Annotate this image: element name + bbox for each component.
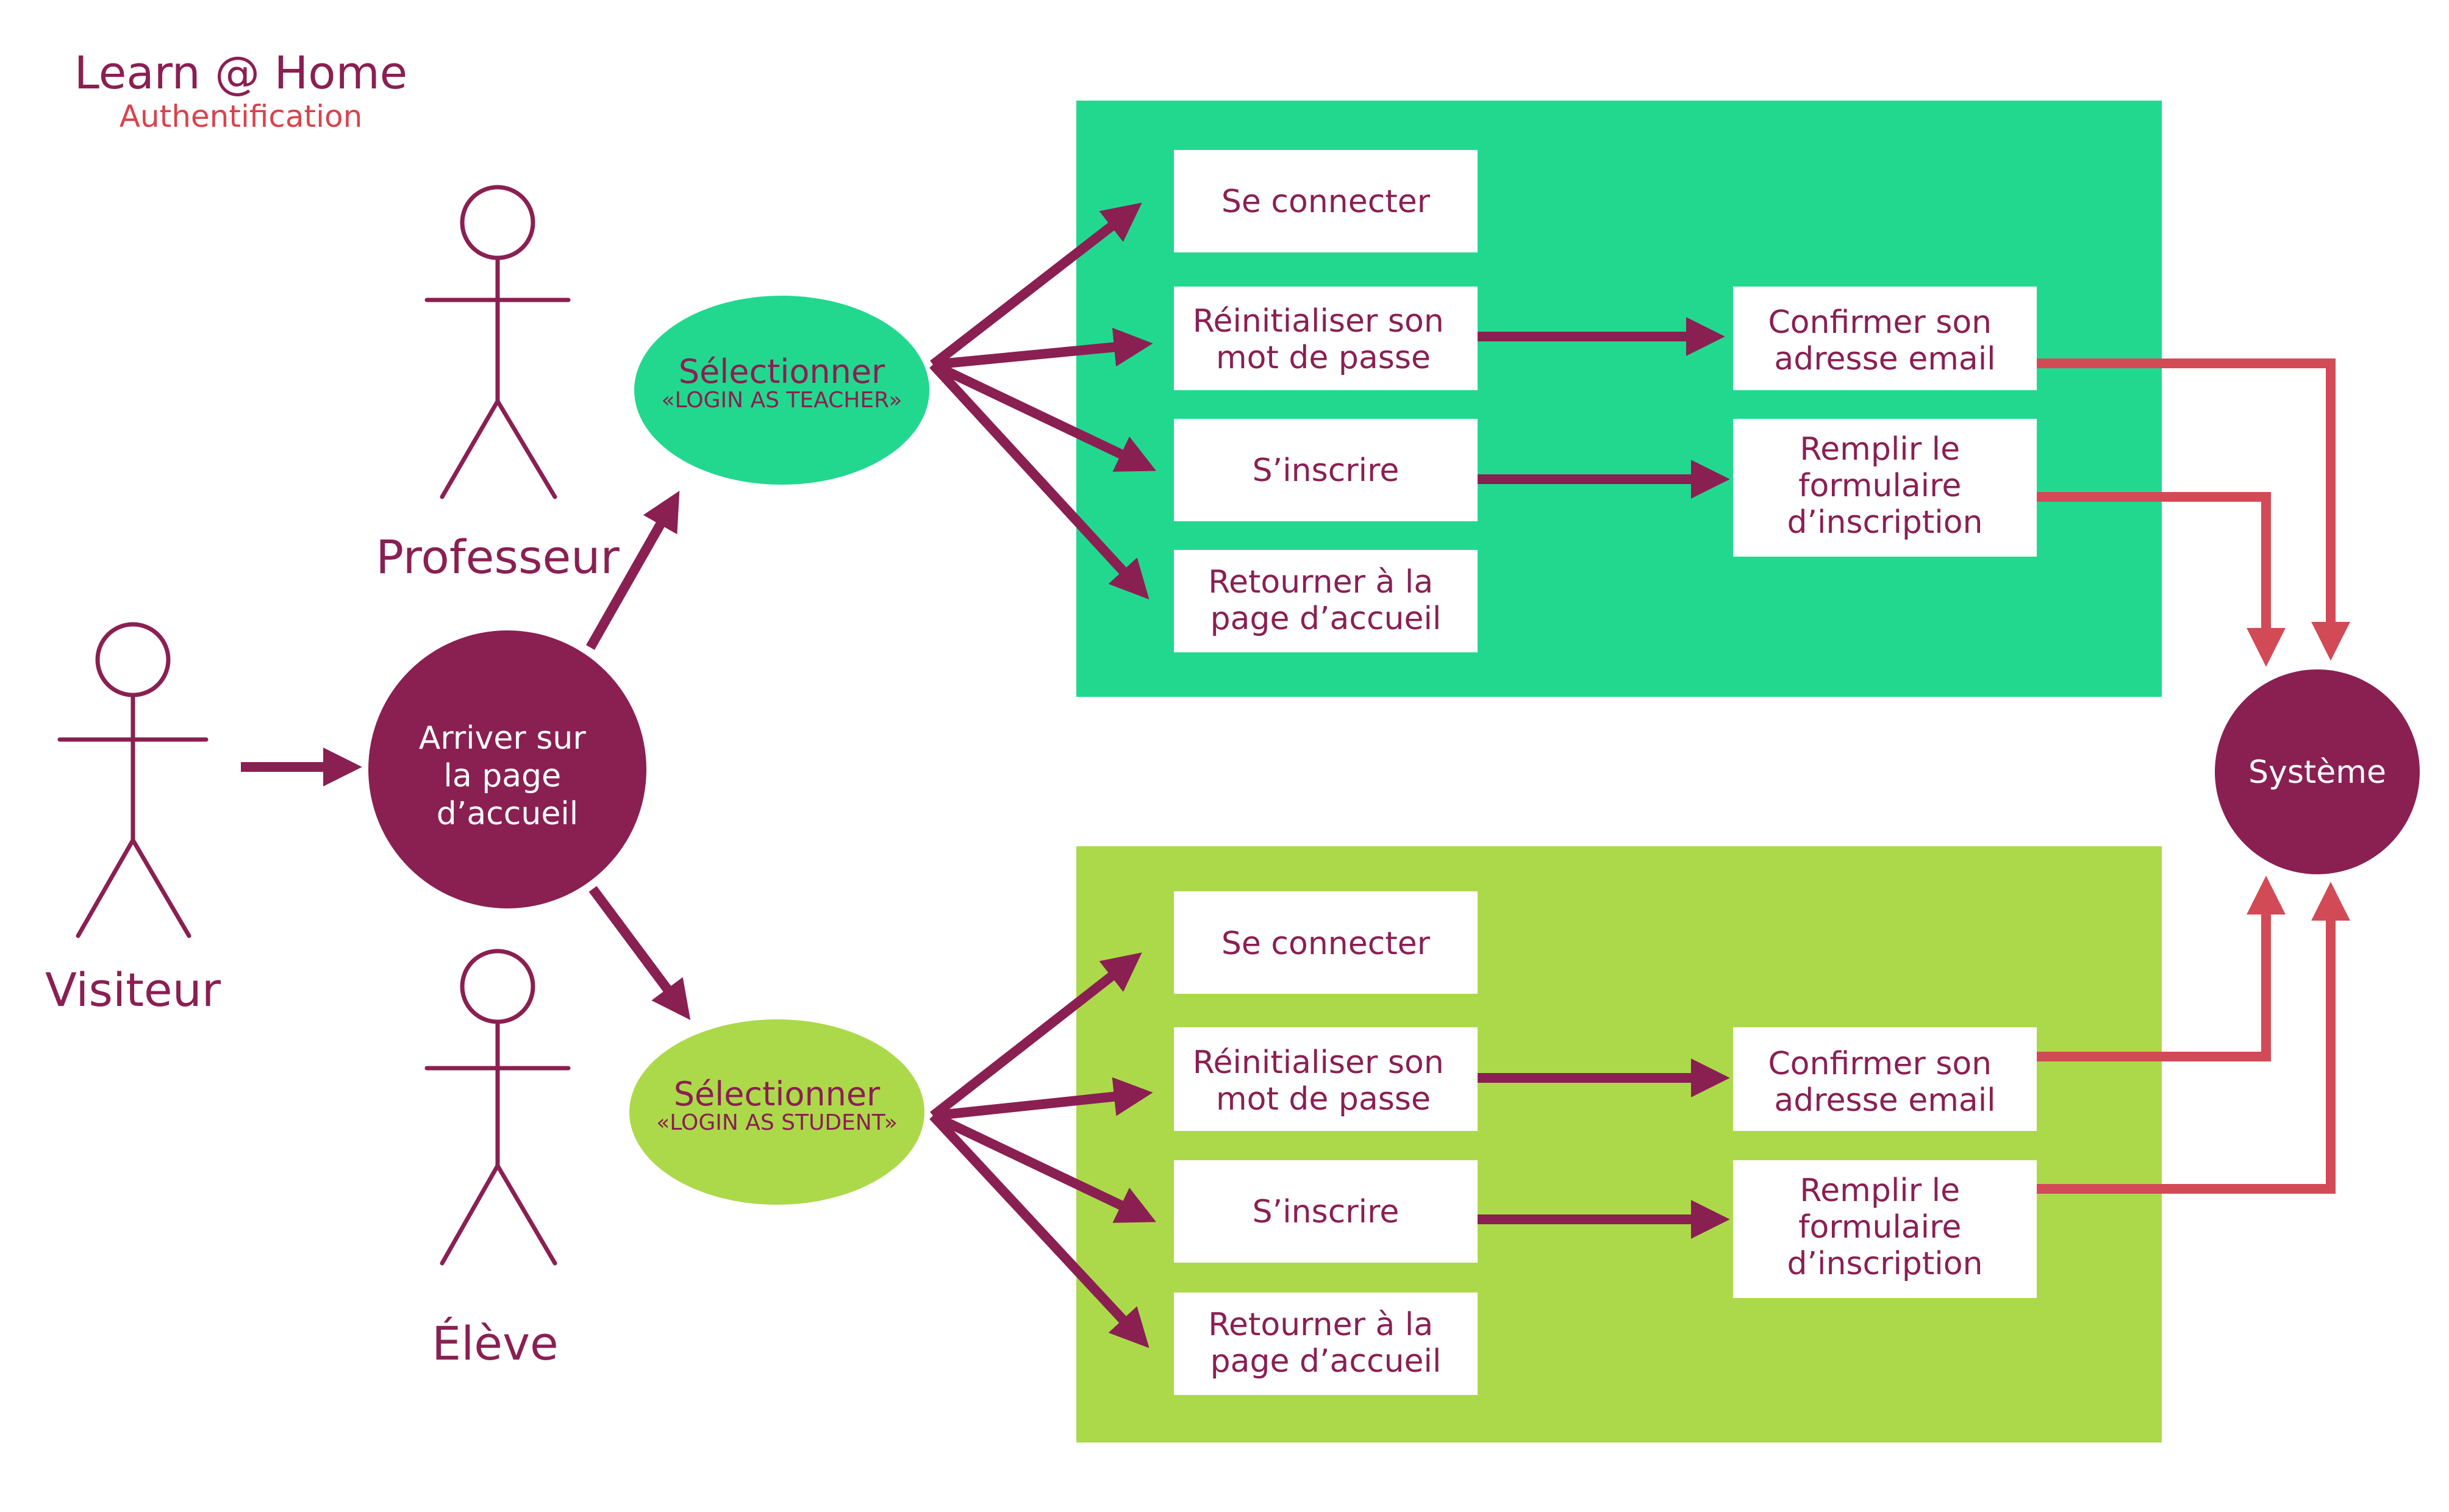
student-reset-box bbox=[1174, 1027, 1478, 1131]
teacher-reset-text: Réinitialiser son mot de passe bbox=[1193, 303, 1454, 376]
select-teacher-sub: «LOGIN AS TEACHER» bbox=[661, 388, 902, 413]
select-student-title: Sélectionner bbox=[674, 1075, 881, 1113]
system-node-text: Système bbox=[2248, 754, 2386, 791]
arrive-to-student-arrow bbox=[588, 886, 691, 1021]
select-student-node bbox=[629, 1019, 924, 1205]
select-teacher-node bbox=[634, 296, 929, 485]
teacher-confirm-box bbox=[1733, 287, 2037, 390]
select-teacher-title: Sélectionner bbox=[679, 352, 885, 391]
select-student-sub: «LOGIN AS STUDENT» bbox=[656, 1110, 898, 1135]
teacher-confirm-to-system-arrow bbox=[2037, 358, 2350, 661]
student-back-box bbox=[1174, 1293, 1478, 1395]
teacher-login-text: Se connecter bbox=[1221, 184, 1431, 220]
student-login-text: Se connecter bbox=[1221, 925, 1431, 962]
teacher-form-box bbox=[1733, 419, 2037, 557]
system-connectors bbox=[2037, 358, 2350, 1194]
teacher-form-text: Remplir le formulaire d’inscription bbox=[1787, 431, 1982, 541]
student-form-box bbox=[1733, 1160, 2037, 1298]
student-reset-text: Réinitialiser son mot de passe bbox=[1193, 1044, 1454, 1118]
teacher-back-box bbox=[1174, 550, 1478, 652]
teacher-back-text: Retourner à la page d’accueil bbox=[1208, 564, 1443, 637]
student-form-to-system-arrow bbox=[2037, 882, 2350, 1194]
teacher-login-box bbox=[1174, 150, 1478, 252]
arrive-to-teacher-arrow bbox=[586, 490, 680, 650]
student-actor bbox=[424, 949, 571, 1266]
teacher-to-login-arrow bbox=[930, 202, 1142, 369]
teacher-form-to-system-arrow bbox=[2037, 492, 2286, 667]
student-confirm-box bbox=[1733, 1027, 2037, 1131]
student-confirm-to-system-arrow bbox=[2037, 875, 2286, 1061]
teacher-to-reset-arrow bbox=[932, 327, 1153, 369]
student-label: Élève bbox=[432, 1316, 559, 1371]
teacher-label: Professeur bbox=[376, 530, 620, 584]
system-node bbox=[2215, 669, 2420, 874]
teacher-signup-text: S’inscrire bbox=[1253, 452, 1400, 489]
student-to-signup-arrow bbox=[931, 1111, 1156, 1223]
diagram-subtitle: Authentification bbox=[120, 99, 363, 134]
visitor-actor bbox=[57, 622, 209, 938]
flow-arrows bbox=[241, 202, 1730, 1349]
diagram-title: Learn @ Home bbox=[74, 47, 407, 99]
visitor-label: Visiteur bbox=[45, 963, 221, 1017]
arrive-node-text: Arriver sur la page d’accueil bbox=[419, 720, 596, 832]
arrive-node bbox=[368, 630, 646, 908]
student-signup-box bbox=[1174, 1160, 1478, 1263]
teacher-confirm-text: Confirmer son adresse email bbox=[1768, 304, 2001, 377]
student-back-text: Retourner à la page d’accueil bbox=[1208, 1307, 1443, 1380]
student-to-login-arrow bbox=[930, 952, 1142, 1120]
teacher-signup-box bbox=[1174, 419, 1478, 521]
student-confirm-text: Confirmer son adresse email bbox=[1768, 1046, 2001, 1119]
teacher-reset-box bbox=[1174, 287, 1478, 390]
teacher-to-back-arrow bbox=[929, 361, 1149, 600]
student-login-box bbox=[1174, 891, 1478, 994]
teacher-actor bbox=[424, 185, 571, 499]
student-to-reset-arrow bbox=[932, 1077, 1153, 1121]
teacher-to-signup-arrow bbox=[931, 360, 1156, 472]
student-signup-text: S’inscrire bbox=[1253, 1194, 1400, 1230]
student-form-text: Remplir le formulaire d’inscription bbox=[1787, 1172, 1982, 1282]
student-to-back-arrow bbox=[929, 1112, 1149, 1349]
